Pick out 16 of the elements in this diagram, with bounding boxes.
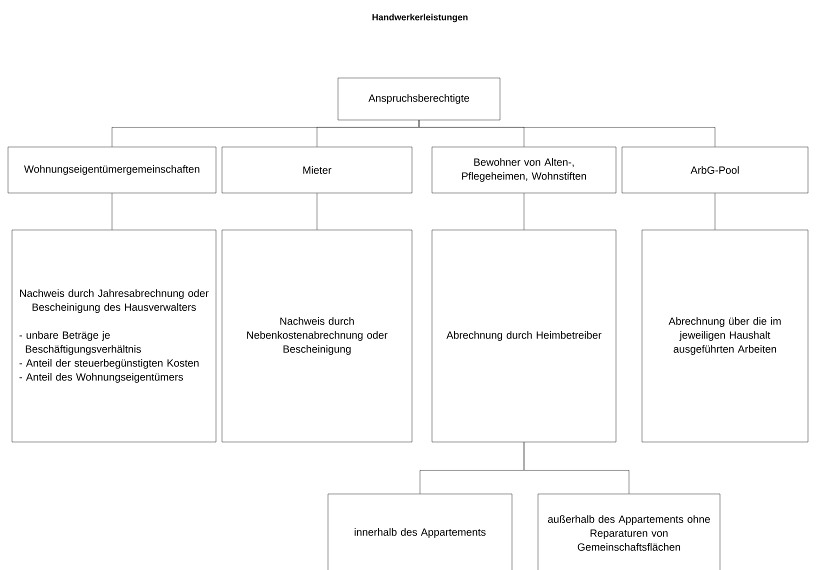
text-box: Nachweis durch Nebenkostenabrechnung oder Bescheinigung: [222, 230, 412, 442]
connector-line: [418, 120, 716, 147]
connector-line: [714, 193, 716, 230]
text-box: Anspruchsberechtigte: [338, 78, 500, 120]
text-box: Nachweis durch Jahresabrechnung oder Bescheinigung des Hausverwalters - unbare Beträge je Beschäftigungsverhältnis - Anteil der steuerbegünstigten Kosten - Anteil des Wohnungseigentümers: [12, 230, 216, 442]
text-box: ArbG-Pool: [622, 146, 808, 194]
text-box: Mieter: [222, 146, 412, 194]
text-box: Abrechnung über die im jeweiligen Haushalt ausgeführten Arbeiten: [642, 230, 808, 442]
title: Handwerkerleistungen: [372, 14, 468, 22]
text-box: außerhalb des Appartements ohne Reparaturen von Gemeinschaftsflächen: [538, 494, 720, 570]
text-box: Wohnungseigentümergemeinschaften: [8, 146, 216, 194]
text-box: Abrechnung durch Heimbetreiber: [432, 230, 616, 442]
connector-line: [524, 442, 630, 494]
connector-line: [316, 193, 318, 230]
text-box: Bewohner von Alten-, Pflegeheimen, Wohnstiften: [432, 146, 616, 194]
text-box: innerhalb des Appartements: [328, 494, 512, 570]
